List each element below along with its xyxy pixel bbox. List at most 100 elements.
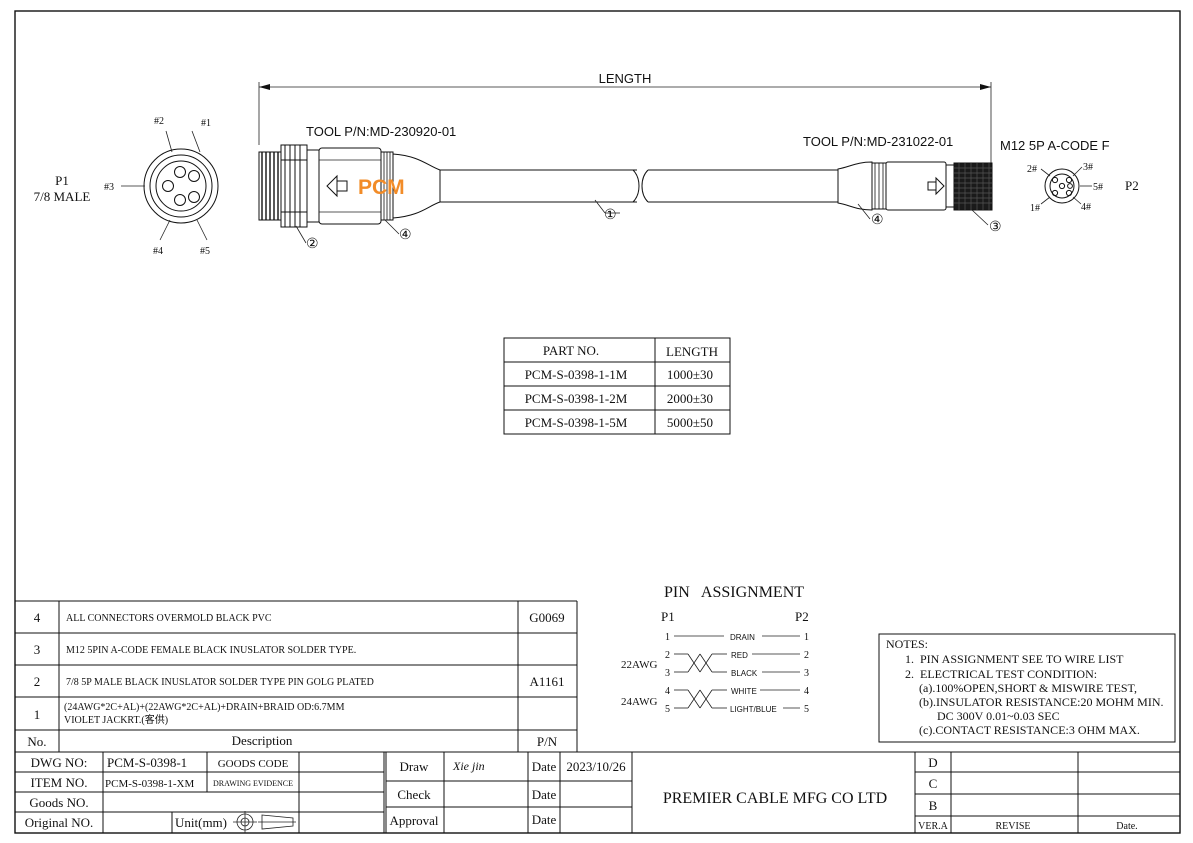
goods-no-label: Goods NO. xyxy=(29,795,88,810)
item-no-value: PCM-S-0398-1-XM xyxy=(105,778,194,790)
note-2a: (a).100%OPEN,SHORT & MISWIRE TEST, xyxy=(919,681,1137,695)
ver-label: VER.A xyxy=(918,821,949,832)
wire-color-drain: DRAIN xyxy=(730,633,755,642)
p2-face-view: M12 5P A-CODE F 2# 3# 5# 1# 4# P2 xyxy=(1000,138,1139,214)
p2-pin-3-label: 3# xyxy=(1083,162,1093,173)
tool-pn-p2: TOOL P/N:MD-231022-01 xyxy=(803,134,953,149)
part-row-1-pn: PCM-S-0398-1-1M xyxy=(525,367,628,382)
p2-connector xyxy=(837,161,993,211)
callout-2: ② xyxy=(306,237,319,252)
p2-label: P2 xyxy=(1125,178,1139,193)
bom-row-3-no: 3 xyxy=(34,642,41,657)
gauge-22awg: 22AWG xyxy=(621,659,657,671)
bom-row-2-desc: 7/8 5P MALE BLACK INUSLATOR SOLDER TYPE … xyxy=(66,677,374,688)
projection-symbol xyxy=(233,811,296,833)
length-dimension: LENGTH xyxy=(258,71,992,165)
pin-assign-p2-header: P2 xyxy=(795,609,809,624)
part-row-2-length: 2000±30 xyxy=(667,391,713,406)
note-1: 1. PIN ASSIGNMENT SEE TO WIRE LIST xyxy=(905,652,1124,666)
length-label: LENGTH xyxy=(599,71,652,86)
item-no-label: ITEM NO. xyxy=(30,775,87,790)
draw-signature: Xie jin xyxy=(452,759,485,773)
callout-3: ③ xyxy=(989,220,1002,235)
check-label: Check xyxy=(397,787,431,802)
notes-box: NOTES: 1. PIN ASSIGNMENT SEE TO WIRE LIS… xyxy=(878,633,1176,743)
bom-header-no: No. xyxy=(27,734,46,749)
pin-assign-p1-header: P1 xyxy=(661,609,675,624)
p2-type: M12 5P A-CODE F xyxy=(1000,138,1110,153)
bom-row-2-pn: A1161 xyxy=(530,674,565,689)
p2-pin-2-label: 2# xyxy=(1027,164,1037,175)
part-row-3-length: 5000±50 xyxy=(667,415,713,430)
p2-pin-5-num: 5 xyxy=(804,704,809,715)
notes-title: NOTES: xyxy=(886,637,928,651)
p2-pin-2-num: 2 xyxy=(804,650,809,661)
bom-row-3-desc: M12 5PIN A-CODE FEMALE BLACK INUSLATOR S… xyxy=(66,645,356,656)
goods-code-label: GOODS CODE xyxy=(218,758,289,770)
part-row-2-pn: PCM-S-0398-1-2M xyxy=(525,391,628,406)
wire-color-red: RED xyxy=(731,651,748,660)
note-2b-cont: DC 300V 0.01~0.03 SEC xyxy=(937,709,1060,723)
p1-pin-3-label: #3 xyxy=(104,182,114,193)
original-no-label: Original NO. xyxy=(25,815,94,830)
note-2c: (c).CONTACT RESISTANCE:3 OHM MAX. xyxy=(919,723,1140,737)
bom-header-desc: Description xyxy=(232,733,293,748)
p2-pin-5-label: 5# xyxy=(1093,182,1103,193)
p1-pin-5-num: 5 xyxy=(665,704,670,715)
wire-color-black: BLACK xyxy=(731,669,758,678)
p2-pin-4-label: 4# xyxy=(1081,202,1091,213)
dwg-no-label: DWG NO: xyxy=(31,755,88,770)
callout-4-p1: ④ xyxy=(399,228,412,243)
p2-pin-3-num: 3 xyxy=(804,668,809,679)
bom-row-1-no: 1 xyxy=(34,707,41,722)
gauge-24awg: 24AWG xyxy=(621,696,657,708)
date-label-approval: Date xyxy=(532,812,557,827)
dwg-no-value: PCM-S-0398-1 xyxy=(107,755,187,770)
p1-pin-4-num: 4 xyxy=(665,686,670,697)
rev-row-b: B xyxy=(929,798,938,813)
p2-pin-4-num: 4 xyxy=(804,686,809,697)
bom-row-4-desc: ALL CONNECTORS OVERMOLD BLACK PVC xyxy=(66,613,272,624)
p1-connector: PCM xyxy=(258,144,441,228)
balloon-callouts: ① ② ③ ④ ④ xyxy=(295,199,1002,252)
bom-row-1-desc-2: VIOLET JACKRT.(客供) xyxy=(64,713,168,726)
part-row-1-length: 1000±30 xyxy=(667,367,713,382)
wire-color-white: WHITE xyxy=(731,687,757,696)
p1-pin-4-label: #4 xyxy=(153,246,163,257)
callout-4-p2: ④ xyxy=(871,213,884,228)
p1-face-view: #1 #2 #3 #4 #5 P1 7/8 MALE xyxy=(34,116,219,257)
cable xyxy=(440,169,838,203)
p1-label: P1 xyxy=(55,173,69,188)
approval-label: Approval xyxy=(389,813,438,828)
bom-row-4-no: 4 xyxy=(34,610,41,625)
p1-type: 7/8 MALE xyxy=(34,189,91,204)
p1-pin-1-label: #1 xyxy=(201,118,211,129)
bom-row-1-desc: (24AWG*2C+AL)+(22AWG*2C+AL)+DRAIN+BRAID … xyxy=(64,702,345,713)
bom-table: 4 ALL CONNECTORS OVERMOLD BLACK PVC G006… xyxy=(15,600,578,753)
company-name: PREMIER CABLE MFG CO LTD xyxy=(663,790,887,807)
revise-date-label: Date. xyxy=(1116,821,1137,832)
date-label-check: Date xyxy=(532,787,557,802)
p1-pin-3-num: 3 xyxy=(665,668,670,679)
rev-row-c: C xyxy=(929,776,938,791)
unit-label: Unit(mm) xyxy=(175,815,227,830)
callout-1: ① xyxy=(604,208,617,223)
date-label-draw: Date xyxy=(532,759,557,774)
part-table-header-part: PART NO. xyxy=(543,343,599,358)
draw-date: 2023/10/26 xyxy=(566,759,626,774)
bom-row-4-pn: G0069 xyxy=(529,610,564,625)
revise-label: REVISE xyxy=(996,821,1031,832)
rev-row-d: D xyxy=(928,755,937,770)
p2-pin-1-label: 1# xyxy=(1030,203,1040,214)
drawing-evidence-label: DRAWING EVIDENCE xyxy=(213,779,293,788)
draw-label: Draw xyxy=(400,759,429,774)
bom-header-pn: P/N xyxy=(537,734,558,749)
note-2b: (b).INSULATOR RESISTANCE:20 MOHM MIN. xyxy=(919,695,1164,709)
sheet-border xyxy=(14,10,1181,834)
title-block: DWG NO: PCM-S-0398-1 GOODS CODE ITEM NO.… xyxy=(15,751,1180,833)
part-table-header-length: LENGTH xyxy=(666,344,718,359)
p1-pin-2-num: 2 xyxy=(665,650,670,661)
bom-row-2-no: 2 xyxy=(34,674,41,689)
p1-pin-1-num: 1 xyxy=(665,632,670,643)
